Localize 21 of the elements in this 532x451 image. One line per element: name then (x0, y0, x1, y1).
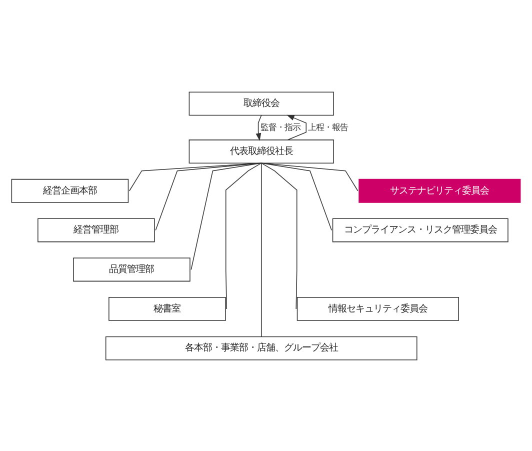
edge-label: 上程・報告 (308, 122, 348, 132)
connector (129, 162, 262, 191)
node-box: 経営企画本部 (11, 178, 129, 202)
connector (260, 162, 298, 309)
node-box: 経営管理部 (38, 218, 155, 242)
node-box: 各本部・事業部・店舗、グループ会社 (105, 336, 418, 360)
node-box: 品質管理部 (73, 257, 190, 282)
connector (190, 162, 262, 270)
node-box: 取締役会 (188, 91, 334, 116)
node-box: 秘書室 (108, 296, 226, 320)
connector (260, 162, 332, 230)
node-box: コンプライアンス・リスク管理委員会 (332, 218, 508, 242)
connector (225, 162, 262, 309)
connector (260, 162, 262, 337)
node-box: 代表取締役社長 (188, 139, 334, 163)
node-box: サステナビリティ委員会 (358, 178, 521, 202)
arrow (286, 114, 307, 140)
connector (260, 162, 358, 191)
edge-label: 監督・指示 (260, 122, 300, 132)
arrow (256, 114, 262, 140)
node-box: 情報セキュリティ委員会 (296, 296, 459, 320)
